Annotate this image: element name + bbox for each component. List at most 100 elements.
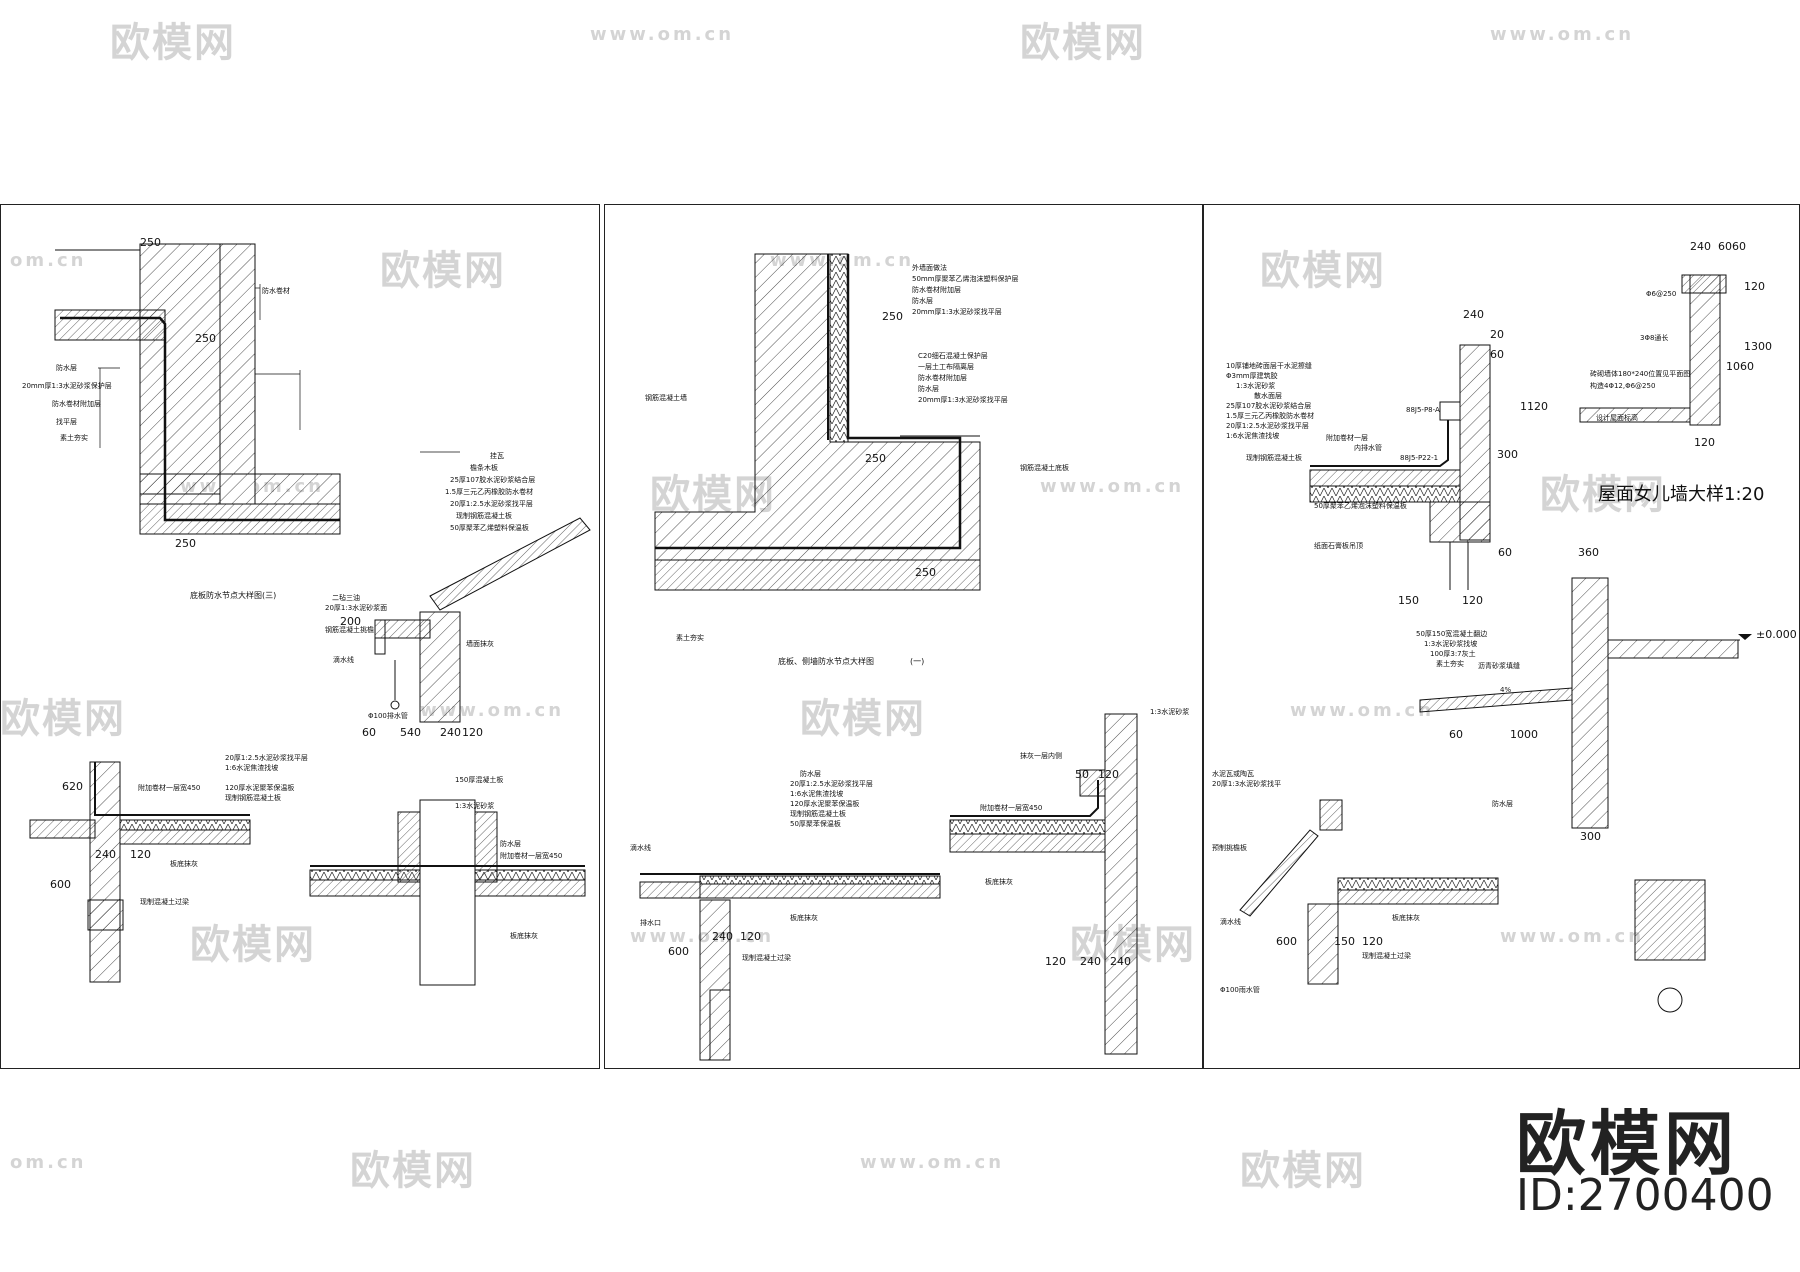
callout-label: 抹灰一层内侧 <box>1020 751 1062 760</box>
callout-label: 50厚150宽混凝土翻边 <box>1416 629 1487 638</box>
dim-label: 250 <box>915 566 936 579</box>
callout-label: 1:3水泥砂浆 <box>1150 707 1189 716</box>
panel1-dimension-labels: 250 250 250 60 540 240 120 600 240 120 6… <box>50 236 483 891</box>
dim-label: 120 <box>1098 768 1119 781</box>
watermark-url: om.cn <box>10 1152 87 1173</box>
callout-label: 88J5-P22-1 <box>1400 454 1438 462</box>
callout-label: 二毡三油 <box>332 593 360 602</box>
watermark-logo: 欧模网 <box>190 922 316 968</box>
dim-label: 1060 <box>1726 360 1754 373</box>
callout-label: 20厚1:2.5水泥砂浆找平层 <box>450 499 533 508</box>
callout-label: 4% <box>1500 686 1511 694</box>
callout-label: 板底抹灰 <box>510 931 538 940</box>
callout-label: 散水面层 <box>1254 391 1282 400</box>
callout-label: 内排水管 <box>1354 443 1382 452</box>
dim-label: 120 <box>1045 955 1066 968</box>
watermark-logo: 欧模网 <box>350 1148 476 1194</box>
callout-label: Φ3mm厚建筑胶 <box>1226 371 1278 380</box>
callout-label: 现制混凝土过梁 <box>742 953 791 962</box>
callout-label: 板底抹灰 <box>985 877 1013 886</box>
dim-label: 120 <box>1694 436 1715 449</box>
watermark-url: www.om.cn <box>1040 476 1185 497</box>
watermark-url: www.om.cn <box>860 1152 1005 1173</box>
callout-label: 1:6水泥焦渣找坡 <box>1226 431 1279 440</box>
dim-label: 1000 <box>1510 728 1538 741</box>
callout-label: 20mm厚1:3水泥砂浆找平层 <box>912 307 1002 316</box>
dim-label: 1300 <box>1744 340 1772 353</box>
dim-label: 540 <box>400 726 421 739</box>
callout-label: 150厚混凝土板 <box>455 775 503 784</box>
panel2-dimension-labels: 250 250 250 600 240 120 240 240 120 50 1… <box>668 310 1131 968</box>
callout-label: 预制挑檐板 <box>1212 843 1247 852</box>
callout-label: 1:6水泥焦渣找坡 <box>225 763 278 772</box>
callout-label: Φ6@250 <box>1646 290 1676 298</box>
callout-label: 20厚1:2.5水泥砂浆找平层 <box>225 753 308 762</box>
callout-label: 20厚1:2.5水泥砂浆找平层 <box>790 779 873 788</box>
callout-label: 墙面抹灰 <box>466 639 494 648</box>
callout-label: 88J5-P8-A <box>1406 406 1440 414</box>
dim-label: 240 <box>712 930 733 943</box>
dim-label: 600 <box>50 878 71 891</box>
callout-label: 1.5厚三元乙丙橡胶防水卷材 <box>1226 411 1314 420</box>
callout-label: 防水层 <box>500 839 521 848</box>
watermark-logo: 欧模网 <box>1540 472 1666 518</box>
callout-label: 滴水线 <box>1220 917 1241 926</box>
watermark-logo: 欧模网 <box>800 696 926 742</box>
dim-label: 60 <box>1498 546 1512 559</box>
detail-roof-outlet <box>309 799 586 986</box>
callout-label: 1:3水泥砂浆找坡 <box>1424 639 1477 648</box>
callout-label: 附加卷材一层宽450 <box>138 783 200 792</box>
callout-label: 钢筋混凝土底板 <box>1020 463 1069 472</box>
dim-label: 60 <box>1718 240 1732 253</box>
drawing-sheet-2 <box>604 204 1204 1069</box>
watermark-logo: 欧模网 <box>1260 248 1386 294</box>
callout-label: 100厚3:7灰土 <box>1430 649 1476 658</box>
dim-label: 240 <box>1463 308 1484 321</box>
watermark-url: www.om.cn <box>1500 926 1645 947</box>
dim-label: 250 <box>140 236 161 249</box>
callout-label: 钢筋混凝土挑檐 <box>325 625 374 634</box>
dim-label: 120 <box>1462 594 1483 607</box>
panel3-callout-labels: 10厚铺地砖面层干水泥擦缝 Φ3mm厚建筑胶 1:3水泥砂浆 散水面层 25厚1… <box>1212 290 1690 994</box>
watermark-logo: 欧模网 <box>110 20 236 66</box>
callout-label: 设计屋面标高 <box>1596 413 1638 422</box>
caption-panel1-top: 底板防水节点大样图(三) <box>190 590 276 600</box>
callout-label: 1.5厚三元乙丙橡胶防水卷材 <box>445 487 533 496</box>
dim-label: 250 <box>882 310 903 323</box>
callout-label: 50厚聚苯保温板 <box>790 819 841 828</box>
caption-panel2-number: (一) <box>910 657 924 666</box>
dim-label: 300 <box>1580 830 1601 843</box>
callout-label: 防水层 <box>800 769 821 778</box>
callout-label: 50厚聚苯乙烯泡沫塑料保温板 <box>1314 501 1407 510</box>
detail-eave-outlet-panel2 <box>639 873 941 1061</box>
callout-label: Φ100排水管 <box>368 711 408 720</box>
callout-label: 50mm厚聚苯乙烯泡沫塑料保护层 <box>912 274 1019 283</box>
callout-label: C20细石混凝土保护层 <box>918 351 988 360</box>
dim-label: 250 <box>175 537 196 550</box>
panel3-dimension-labels: 240 20 60 1120 300 60 150 120 240 60 60 … <box>1276 240 1797 948</box>
dim-label: 360 <box>1578 546 1599 559</box>
watermark-url: www.om.cn <box>1290 700 1435 721</box>
dim-label: 120 <box>740 930 761 943</box>
callout-label: 素土夯实 <box>60 433 88 442</box>
watermark-url: om.cn <box>10 250 87 271</box>
dim-label: 120 <box>130 848 151 861</box>
callout-label: 沥青砂浆填缝 <box>1478 661 1520 670</box>
dim-label: 240 <box>1080 955 1101 968</box>
callout-label: 排水口 <box>640 918 661 927</box>
callout-label: 纸面石膏板吊顶 <box>1314 541 1363 550</box>
callout-label: 10厚铺地砖面层干水泥擦缝 <box>1226 361 1312 370</box>
dim-label: 60 <box>1490 348 1504 361</box>
callout-label: 防水卷材附加层 <box>52 399 101 408</box>
detail-tile-eave-panel3 <box>1239 799 1499 985</box>
callout-label: 板底抹灰 <box>790 913 818 922</box>
callout-label: 防水卷材 <box>262 286 290 295</box>
callout-label: 20mm厚1:3水泥砂浆保护层 <box>22 381 112 390</box>
dim-label: 240 <box>95 848 116 861</box>
parapet-detail-title: 屋面女儿墙大样1:20 <box>1598 484 1764 505</box>
dim-label: 120 <box>462 726 483 739</box>
dim-label: 1120 <box>1520 400 1548 413</box>
callout-label: 现制钢筋混凝土板 <box>456 511 512 520</box>
callout-label: 防水层 <box>56 363 77 372</box>
